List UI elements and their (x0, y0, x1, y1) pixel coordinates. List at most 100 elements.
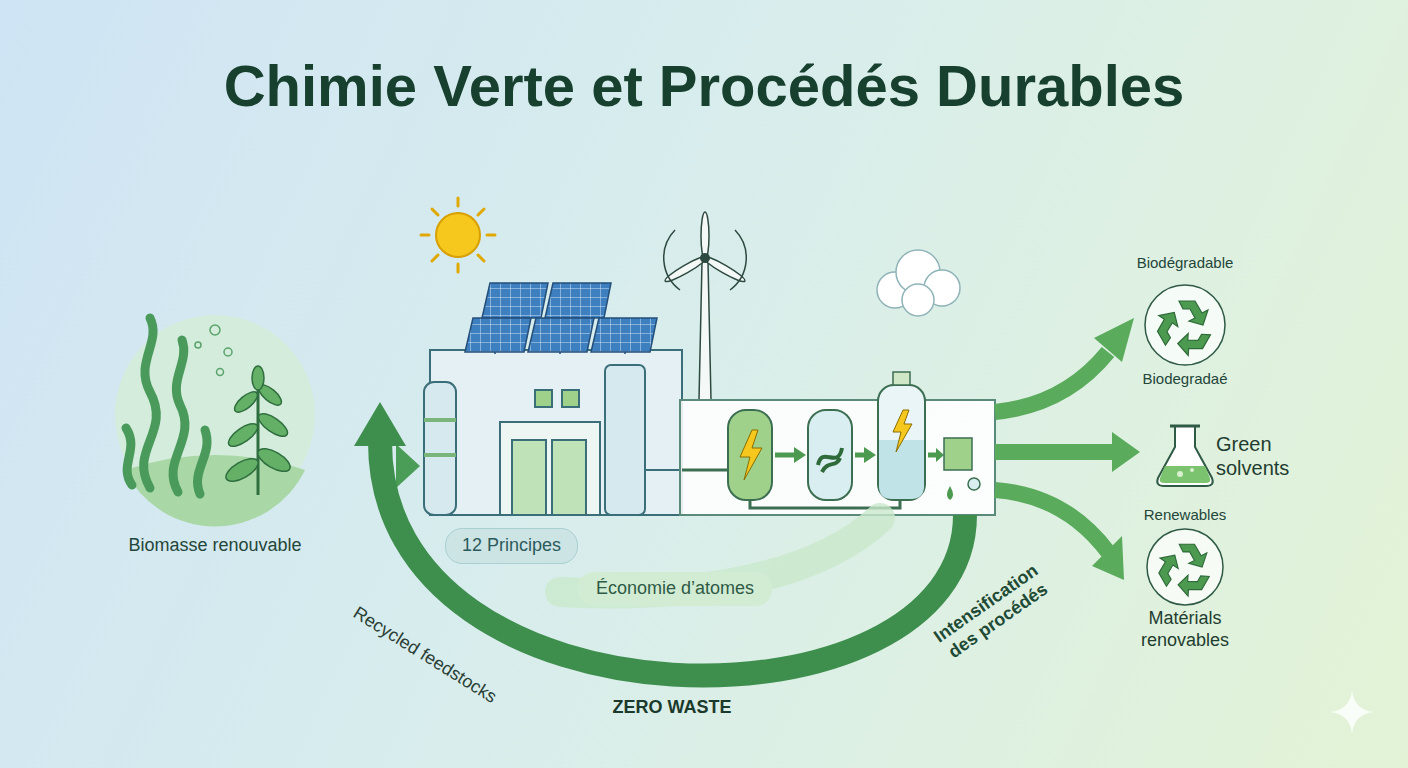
factory-building (552, 440, 586, 515)
biomass-illustration (254, 444, 293, 476)
biomass-illustration (224, 348, 232, 356)
output-arrows (995, 352, 1115, 552)
biomass-illustration (115, 315, 315, 526)
process-unit (682, 469, 728, 472)
node-text: Matérials renovables (1105, 608, 1265, 651)
sun-icon (478, 209, 484, 215)
biomass-illustration (195, 342, 201, 348)
process-unit (680, 372, 995, 515)
sun-icon (436, 213, 480, 257)
biomass-illustration (222, 366, 293, 495)
arrow-heads (1092, 536, 1124, 580)
node-text: Biodégradable (1110, 254, 1260, 272)
node-text: Green solvents (1216, 432, 1326, 480)
process-unit (893, 410, 912, 452)
sun-icon (487, 234, 495, 237)
flask-icon (1177, 471, 1183, 477)
renewables-icon (1153, 551, 1187, 586)
wind-turbine (663, 212, 747, 400)
node-text: 12 Principes (462, 535, 561, 557)
solar-panels (465, 318, 531, 352)
biomass-illustration (144, 318, 157, 488)
process-unit (864, 447, 876, 463)
biomass-illustration (217, 369, 224, 376)
process-unit (794, 447, 806, 463)
renewables-icon (1147, 529, 1223, 605)
steam-cloud (902, 284, 934, 316)
factory-building (535, 390, 552, 407)
factory-building (605, 365, 645, 515)
factory-building (562, 390, 579, 407)
sun-icon (421, 198, 495, 272)
arrow-heads (1094, 318, 1134, 362)
wind-turbine (730, 230, 746, 290)
process-unit (680, 400, 995, 515)
node-text: Biomasse renouvable (125, 535, 305, 557)
biomass-illustration (225, 420, 261, 451)
factory-building (500, 422, 600, 515)
solar-panels (591, 318, 657, 352)
renewables-icon (1147, 529, 1223, 605)
flask-icon (1157, 426, 1213, 486)
factory-building (645, 469, 680, 471)
biomass-illustration (252, 366, 264, 390)
sun-icon (457, 198, 460, 206)
node-text: Économie d’atomes (596, 578, 754, 600)
zero-waste-loop (380, 442, 965, 676)
zero-waste-loop (354, 402, 406, 446)
process-unit (808, 410, 852, 500)
atom-economy-band: Économie d’atomes (578, 572, 772, 606)
flask-icon (1190, 468, 1194, 472)
sun-icon (421, 234, 429, 237)
factory-building (424, 350, 682, 515)
node-text: Renewables (1105, 506, 1265, 524)
renewables-node: RenewablesMatérials renovables (1105, 506, 1265, 656)
sun-icon (432, 255, 438, 261)
input-arrow (396, 444, 420, 488)
solar-panels (465, 283, 657, 354)
biomass-illustration (257, 385, 260, 495)
biodegradable-icon (1145, 285, 1225, 365)
page-title: Chimie Verte et Procédés Durables (0, 52, 1408, 119)
biodegradable-icon (1175, 323, 1210, 360)
sparkle-mark (1330, 690, 1374, 734)
factory-building (424, 382, 456, 515)
process-unit (893, 372, 910, 385)
process-unit (879, 440, 924, 499)
biomass-illustration (222, 454, 261, 486)
renewables-icon (1179, 544, 1207, 567)
process-unit (775, 453, 796, 458)
process-unit (944, 438, 972, 470)
process-unit (740, 430, 762, 480)
process-unit (878, 385, 925, 500)
process-unit (936, 448, 944, 462)
flask-icon (1157, 426, 1213, 486)
biodegradable-icon (1179, 301, 1208, 325)
solvents-node: Green solvents (1150, 420, 1335, 490)
renewables-icon (1176, 565, 1210, 600)
sun-icon (457, 264, 460, 272)
solar-panels (545, 283, 611, 318)
biomass-illustration (231, 388, 260, 415)
factory-building (424, 453, 456, 457)
wind-turbine (699, 262, 711, 400)
steam-cloud (877, 250, 960, 316)
process-unit (947, 486, 953, 500)
factory-building (430, 350, 682, 515)
process-unit (728, 410, 772, 500)
biodegradable-icon (1145, 285, 1225, 365)
sun-icon (432, 209, 438, 215)
biomass-illustration (195, 325, 232, 376)
arrow-heads (1092, 318, 1140, 580)
arrow-heads (1112, 432, 1140, 472)
flask-icon (1170, 425, 1200, 428)
input-arrow (305, 444, 420, 488)
biomass-illustration (198, 430, 208, 494)
biodegradable-node: BiodégradableBiodegradaé (1110, 254, 1260, 394)
biomass-illustration (126, 318, 207, 494)
biodegradable-icon (1151, 308, 1186, 345)
output-arrows (995, 444, 1115, 460)
process-unit (818, 448, 842, 472)
principles-pill: 12 Principes (445, 528, 578, 564)
